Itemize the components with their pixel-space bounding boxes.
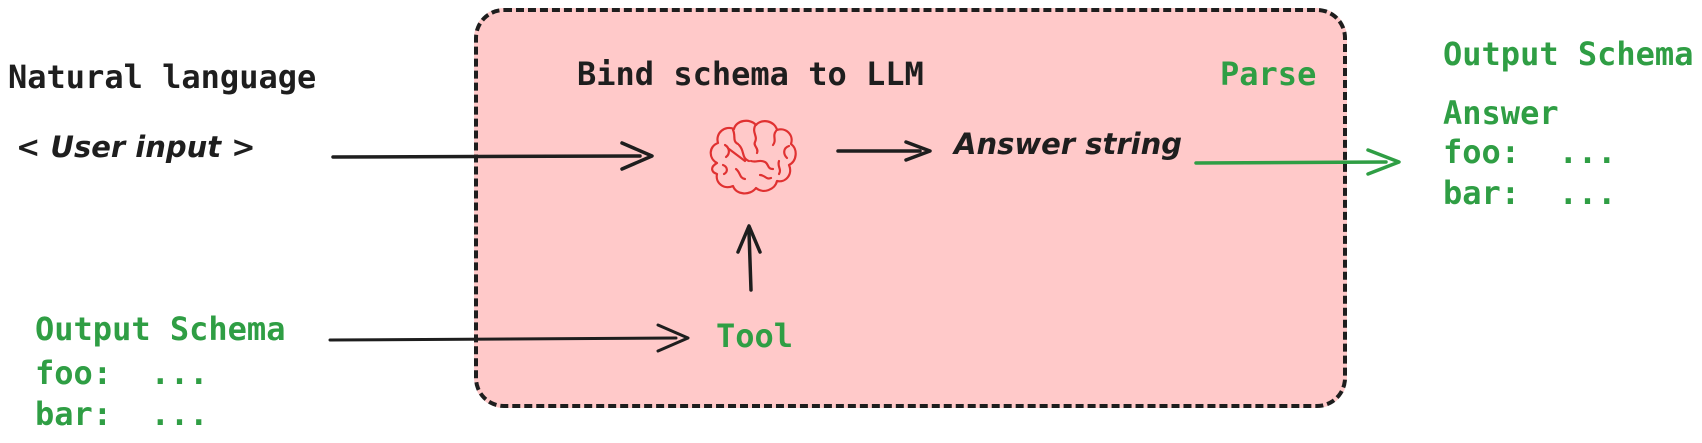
input-schema-bar-line: bar: ... <box>35 395 209 433</box>
output-schema-foo-line: foo: ... <box>1443 133 1617 171</box>
tool-label: Tool <box>716 317 794 355</box>
output-schema-bar-line: bar: ... <box>1443 174 1617 212</box>
user-input-label: < User input > <box>16 130 256 164</box>
natural-language-label: Natural language <box>8 58 317 96</box>
output-schema-title: Output Schema <box>1443 35 1694 73</box>
input-schema-title: Output Schema <box>35 310 286 348</box>
answer-string-label: Answer string <box>954 127 1182 161</box>
input-schema-foo-line: foo: ... <box>35 354 209 392</box>
output-schema-answer-label: Answer <box>1443 94 1559 132</box>
parse-label: Parse <box>1220 55 1317 93</box>
bind-schema-title: Bind schema to LLM <box>577 55 924 93</box>
